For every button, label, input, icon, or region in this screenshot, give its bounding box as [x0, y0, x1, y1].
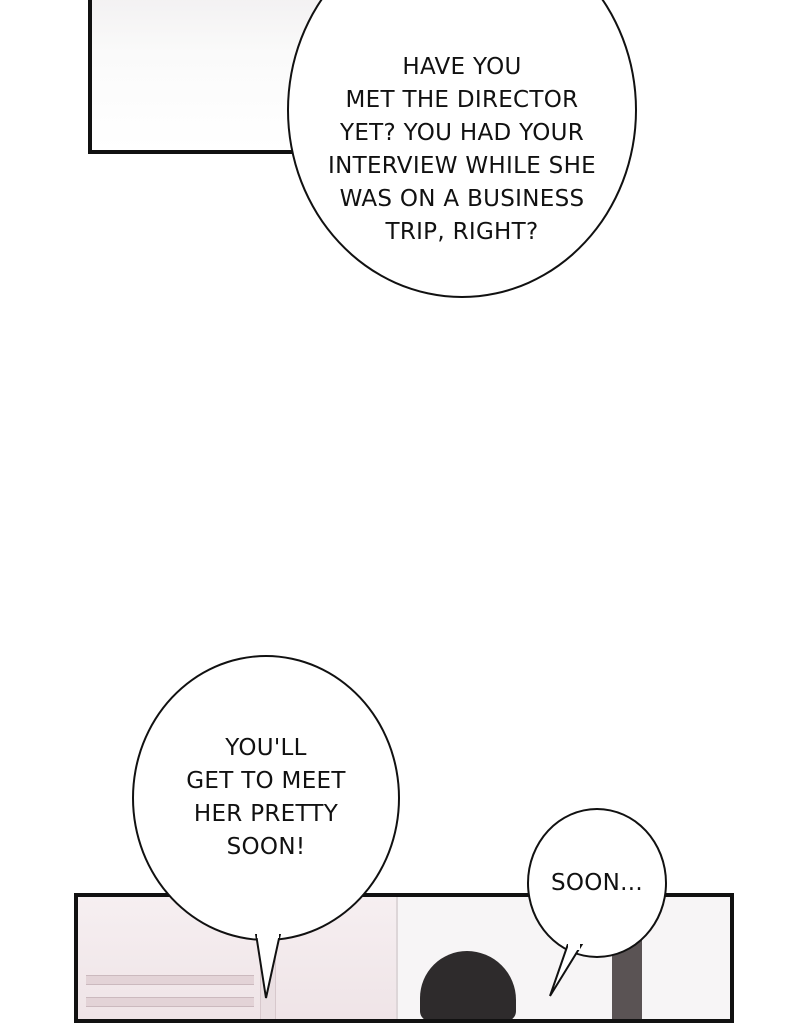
bubble-line: SOON...: [550, 869, 644, 896]
speech-bubble-director: HAVE YOU MET THE DIRECTOR YET? YOU HAD Y…: [287, 0, 637, 298]
bubble-line: WAS ON A BUSINESS: [339, 186, 585, 212]
bubble-line: HER PRETTY: [193, 801, 339, 827]
bubble-text: YOU'LL GET TO MEET HER PRETTY SOON!: [186, 732, 345, 864]
bubble-tail: [254, 934, 282, 999]
shelf: [86, 975, 254, 985]
bubble-line: YET? YOU HAD YOUR: [339, 120, 585, 146]
bubble-line: TRIP, RIGHT?: [385, 219, 539, 245]
bubble-line: GET TO MEET: [186, 768, 346, 794]
speech-bubble-meet-soon: YOU'LL GET TO MEET HER PRETTY SOON!: [132, 655, 400, 941]
shelf: [86, 997, 254, 1007]
speech-bubble-soon: SOON...: [527, 808, 667, 958]
bubble-line: SOON!: [226, 834, 306, 860]
bubble-line: MET THE DIRECTOR: [345, 87, 579, 113]
bubble-text: HAVE YOU MET THE DIRECTOR YET? YOU HAD Y…: [328, 0, 596, 249]
bubble-line: YOU'LL: [225, 735, 307, 761]
bubble-text: SOON...: [551, 867, 643, 900]
bubble-line: HAVE YOU: [402, 54, 522, 80]
bubble-tail: [549, 944, 584, 997]
bubble-line: INTERVIEW WHILE SHE: [328, 153, 596, 179]
